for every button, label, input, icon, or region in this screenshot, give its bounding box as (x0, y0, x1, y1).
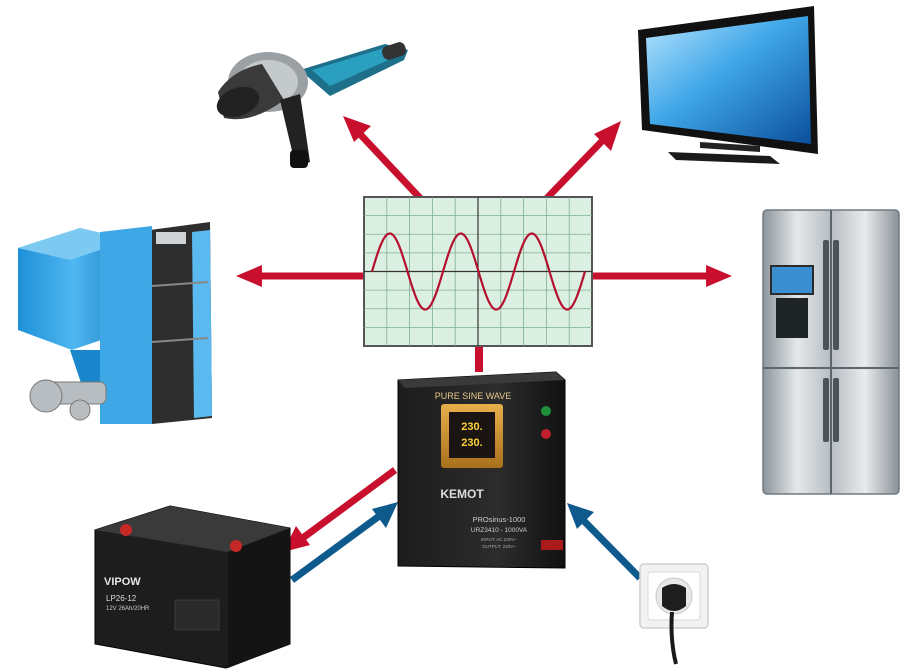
sine-wave (370, 232, 587, 311)
arrow-to-fridge (590, 265, 732, 287)
inverter-panel-title: PURE SINE WAVE (435, 391, 512, 401)
socket-icon (639, 563, 709, 665)
battery-model: LP26-12 (106, 594, 137, 603)
inverter-code: URZ3410 - 1000VA (471, 527, 528, 534)
input-arrows (289, 502, 643, 583)
output-arrows (236, 116, 732, 552)
inverter-brand: KEMOT (440, 487, 484, 501)
angle-grinder-icon (216, 42, 408, 168)
battery-spec: 12V 26Ah/20HR (106, 606, 150, 612)
display-line-2: 230. (461, 437, 482, 449)
arrow-from-socket (567, 503, 643, 581)
oscilloscope-icon (363, 196, 593, 347)
boiler-icon (18, 222, 212, 424)
battery-labels: VIPOW LP26-12 12V 26Ah/20HR (104, 576, 150, 612)
arrow-to-grinder (343, 116, 423, 201)
battery-brand: VIPOW (104, 576, 141, 588)
battery-icon (94, 505, 291, 669)
inverter-model: PROsinus-1000 (473, 515, 526, 524)
inverter-icon (397, 371, 566, 569)
tv-icon (638, 6, 818, 164)
inverter-input-spec: INPUT: AC 230V~ (481, 537, 517, 542)
display-line-1: 230. (461, 421, 482, 433)
fridge-icon (762, 209, 900, 495)
arrow-from-battery (289, 502, 398, 583)
inverter-labels: PURE SINE WAVE 230. 230. KEMOT PROsinus-… (435, 391, 528, 549)
arrow-to-boiler (236, 265, 365, 287)
arrow-to-tv (544, 121, 621, 201)
inverter-output-spec: OUTPUT: 230V~ (482, 544, 516, 549)
